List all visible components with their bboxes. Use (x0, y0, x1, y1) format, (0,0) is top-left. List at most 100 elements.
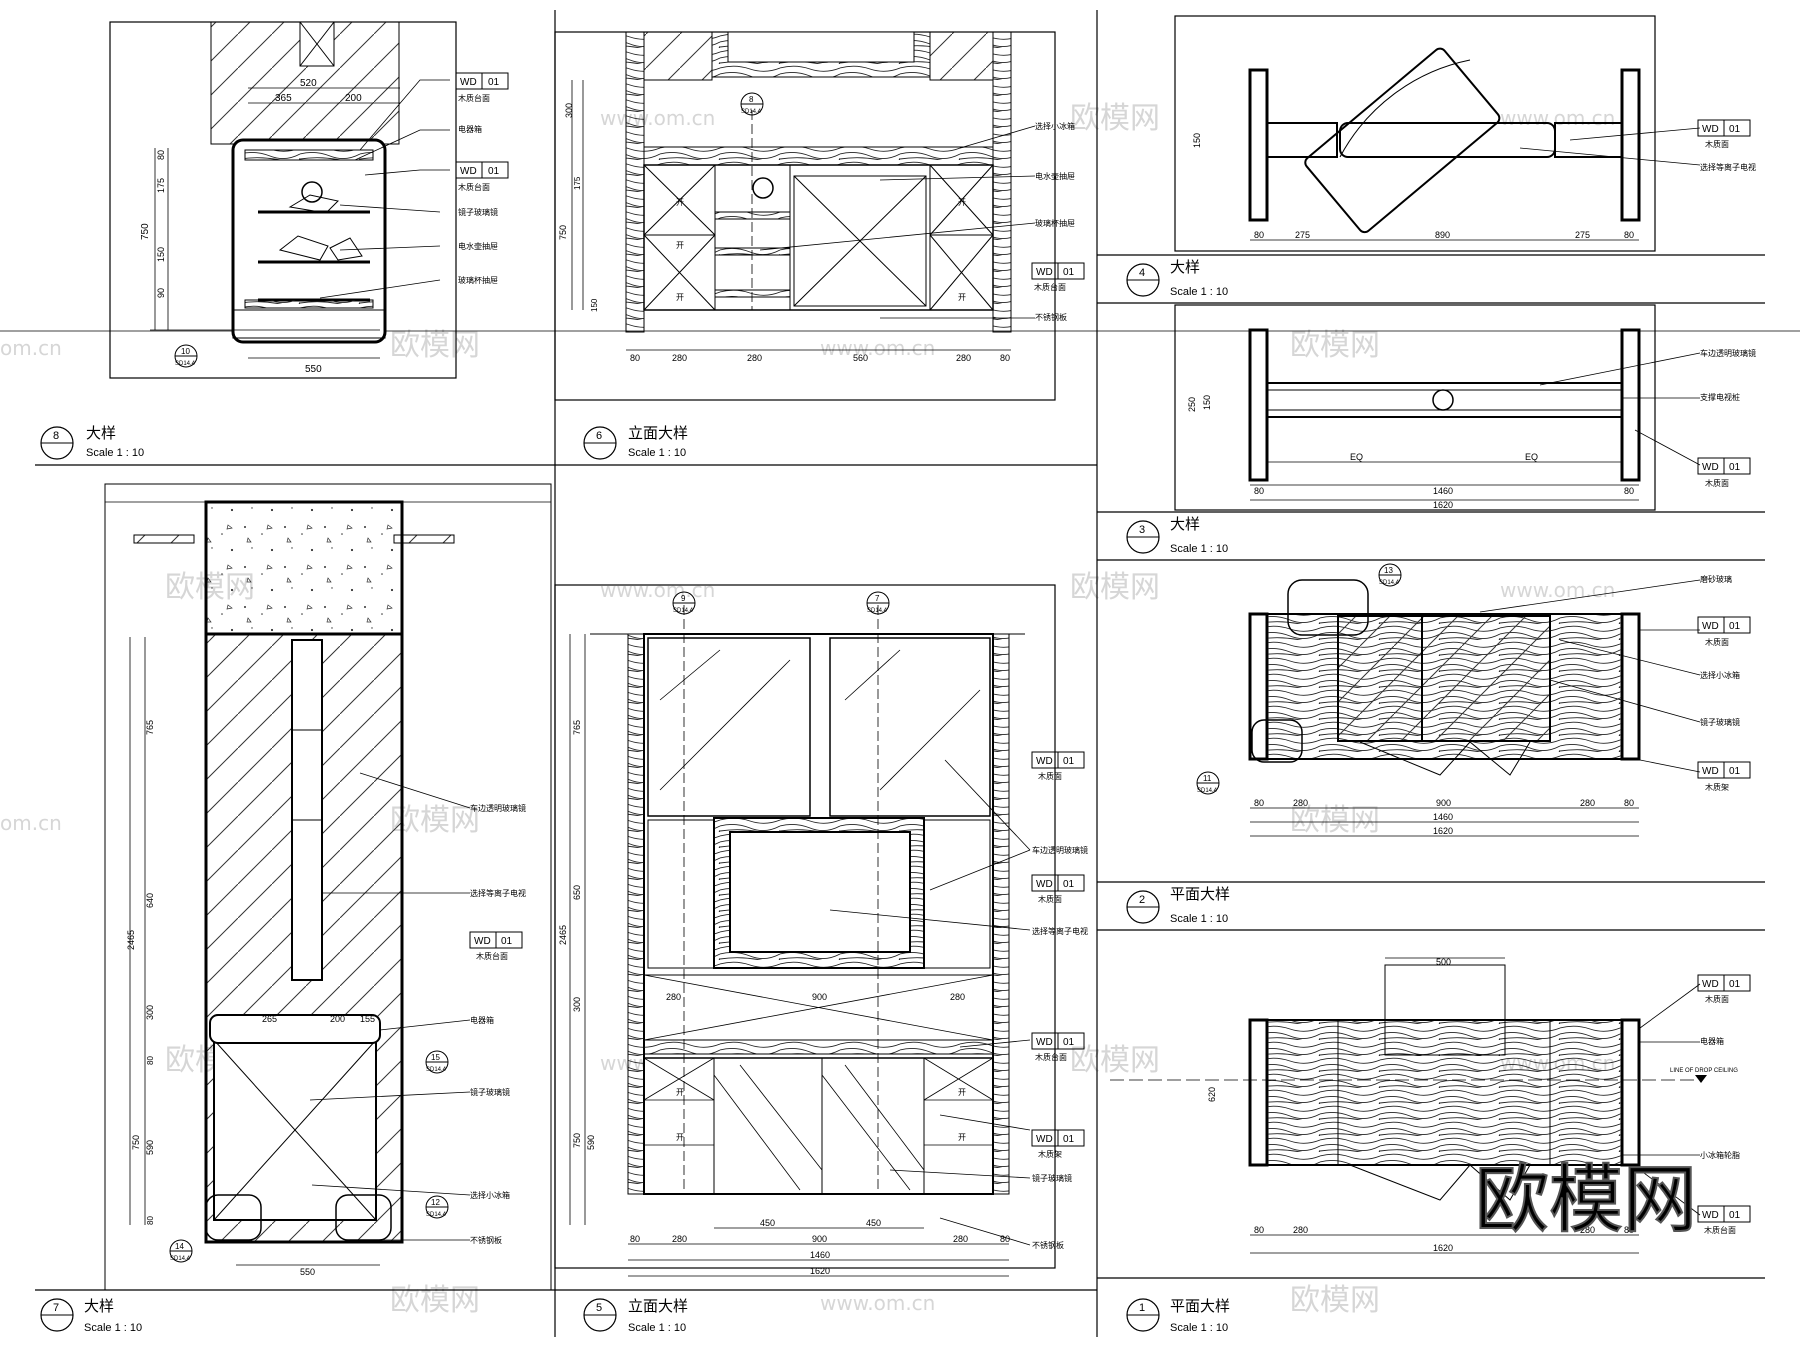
dimension-label: 80 (1254, 798, 1264, 808)
section-ref: 12 (431, 1198, 440, 1207)
panel-scale: Scale 1 : 10 (86, 447, 144, 459)
material-tag-code: WD (1702, 979, 1719, 990)
watermark-url: www.om.cn (600, 578, 715, 602)
sheet-code: SD14.4 (426, 1067, 447, 1073)
dimension-label: 1620 (810, 1266, 830, 1276)
dimension-label: 765 (145, 720, 155, 735)
dimension-label: 80 (630, 353, 640, 363)
annotation: LINE OF DROP CEILING (1670, 1068, 1738, 1074)
material-tag-code: WD (1702, 462, 1719, 473)
panel-scale: Scale 1 : 10 (84, 1322, 142, 1334)
annotation: 电水壶抽屉 (458, 241, 498, 251)
annotation: 支撑电视桩 (1700, 392, 1740, 402)
watermark: 欧模网 (390, 803, 480, 838)
section-ref: 13 (1384, 566, 1393, 575)
watermark-domain: om.cn (0, 811, 62, 835)
dimension-label: 175 (156, 178, 166, 193)
sheet-code: SD14.4 (741, 109, 762, 115)
title-block-6: 6 立面大样 Scale 1 : 10 (583, 425, 688, 460)
material-tag-num: 01 (1063, 1037, 1075, 1048)
panel-number: 7 (53, 1302, 59, 1314)
door-open-mark: 开 (676, 241, 684, 250)
material-tag-num: 01 (488, 77, 500, 88)
watermark: 欧模网 (390, 328, 480, 363)
material-tag-num: 01 (1729, 462, 1741, 473)
annotation: 电器箱 (1700, 1036, 1724, 1046)
panel-title: 大样 (1170, 259, 1200, 276)
panel-number: 2 (1139, 894, 1145, 906)
sheet-code: SD14.4 (170, 1256, 191, 1262)
annotation: 玻璃杯抽屉 (458, 275, 498, 285)
dimension-label: 280 (747, 353, 762, 363)
annotation: 木质台面 (1034, 282, 1066, 292)
dimension-label: 150 (590, 298, 599, 312)
watermark-url: www.om.cn (600, 106, 715, 130)
annotation: 选择等离子电视 (1032, 926, 1088, 936)
dimension-label: 280 (956, 353, 971, 363)
panel-title: 立面大样 (628, 1298, 688, 1315)
sheet-code: SD14.4 (426, 1212, 447, 1218)
dimension-label: 80 (1624, 1225, 1634, 1235)
annotation: 选择等离子电视 (470, 888, 526, 898)
material-tag-code: WD (1036, 879, 1053, 890)
dimension-label: 590 (145, 1140, 155, 1155)
dimension-label: 280 (1293, 798, 1308, 808)
panel-scale: Scale 1 : 10 (628, 1322, 686, 1334)
annotation: 不锈钢板 (1032, 1240, 1064, 1250)
dimension-label: 550 (300, 1267, 315, 1277)
material-tag-code: WD (1702, 1210, 1719, 1221)
sheet-code: SD14.4 (1379, 580, 1400, 586)
dimension-label: 520 (300, 78, 317, 89)
dimension-label: 80 (1254, 230, 1264, 240)
dimension-label: 150 (156, 247, 166, 262)
annotation: 木质台面 (1704, 1225, 1736, 1235)
watermark-url: www.om.cn (1500, 106, 1615, 130)
title-block-8: 8 大样 Scale 1 : 10 (40, 425, 144, 460)
title-block-7: 7 大样 Scale 1 : 10 (40, 1298, 142, 1334)
dimension-label: EQ (1350, 452, 1363, 462)
section-ref: 7 (875, 594, 880, 603)
dimension-label: 1620 (1433, 826, 1453, 836)
dimension-label: 80 (156, 150, 166, 160)
annotation: 车边透明玻璃镜 (1032, 845, 1088, 855)
watermark-url: www.om.cn (820, 1291, 935, 1315)
annotation: 小冰箱轮脂 (1700, 1150, 1740, 1160)
section-ref: 9 (681, 594, 686, 603)
dimension-label: 250 (1187, 397, 1197, 412)
watermark: 欧模网 (1070, 101, 1160, 136)
watermark-url: www.om.cn (1500, 578, 1615, 602)
watermark: 欧模网 (1290, 1283, 1380, 1318)
material-tag-code: WD (1036, 267, 1053, 278)
annotation: 木质面 (1705, 139, 1729, 149)
dimension-label: EQ (1525, 452, 1538, 462)
sheet-code: SD14.4 (1197, 788, 1218, 794)
annotation: 木质台面 (476, 951, 508, 961)
panel-7-drawing: 2465 765 640 300 750 590 80 80 265 200 1… (104, 483, 552, 1291)
dimension-label: 80 (630, 1234, 640, 1244)
dimension-label: 80 (1254, 1225, 1264, 1235)
dimension-label: 80 (1624, 798, 1634, 808)
dimension-label: 640 (145, 893, 155, 908)
dimension-label: 80 (1000, 1234, 1010, 1244)
annotation: 镜子玻璃镜 (458, 207, 498, 217)
dimension-label: 155 (360, 1014, 375, 1024)
annotation: 不锈钢板 (470, 1235, 502, 1245)
annotation: 镜子玻璃镜 (470, 1087, 510, 1097)
dimension-label: 300 (564, 103, 574, 118)
material-tag-code: WD (1702, 124, 1719, 135)
annotation: 木质面 (1705, 994, 1729, 1004)
dimension-label: 650 (572, 885, 582, 900)
panel-number: 6 (596, 430, 602, 442)
door-open-mark: 开 (958, 1133, 966, 1142)
dimension-label: 1620 (1433, 1243, 1453, 1253)
dimension-label: 300 (572, 997, 582, 1012)
dimension-label: 80 (1624, 486, 1634, 496)
dimension-label: 560 (853, 353, 868, 363)
dimension-label: 280 (666, 992, 681, 1002)
dimension-label: 80 (1000, 353, 1010, 363)
material-tag-code: WD (1036, 1037, 1053, 1048)
title-block-5: 5 立面大样 Scale 1 : 10 (583, 1298, 688, 1334)
panel-scale: Scale 1 : 10 (1170, 543, 1228, 555)
panel-1-drawing: LINE OF DROP CEILING 500 620 80 280 280 … (1110, 957, 1751, 1254)
annotation: 镜子玻璃镜 (1032, 1173, 1072, 1183)
